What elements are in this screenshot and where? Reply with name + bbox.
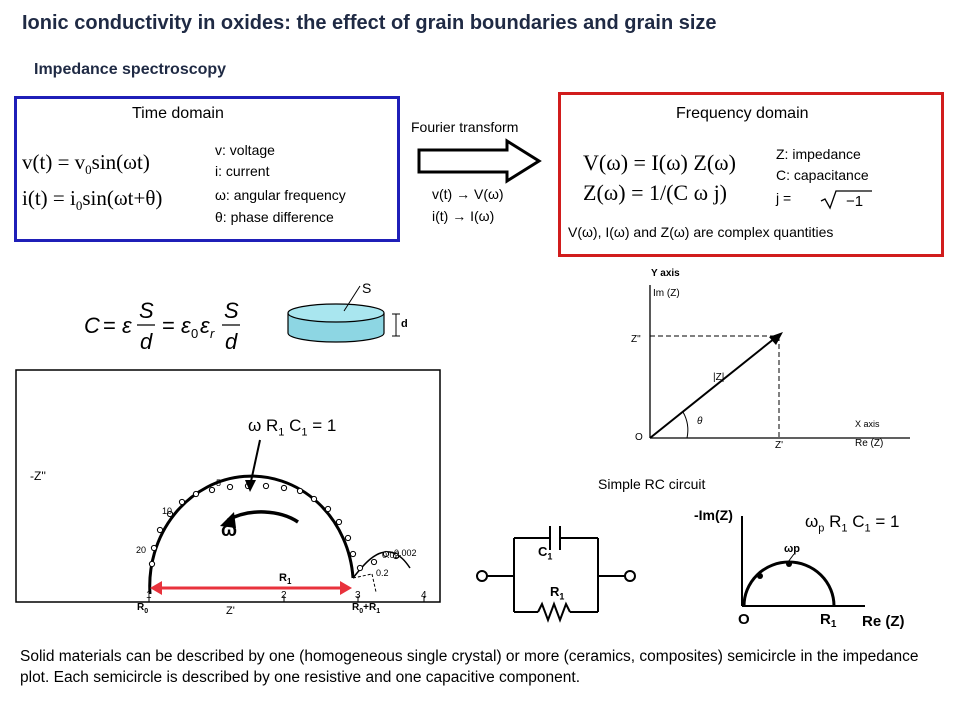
rc-circuit-label: Simple RC circuit (598, 476, 706, 492)
svg-text:0: 0 (191, 326, 198, 341)
vector-y-axis-title: Y axis (651, 268, 680, 279)
time-domain-heading: Time domain (132, 105, 224, 122)
vector-origin: O (635, 432, 643, 443)
fourier-transform-label: Fourier transform (411, 119, 519, 135)
rc-plot-y-label: -Im(Z) (694, 507, 733, 523)
transform-arrow-icon (417, 138, 542, 184)
frequency-domain-heading: Frequency domain (676, 105, 809, 122)
r0-plus-r1-label: R0+R1 (352, 602, 381, 615)
rc-resonance-annotation: ωp R1 C1 = 1 (805, 512, 900, 535)
freq-label-20: 20 (136, 545, 146, 555)
svg-text:2: 2 (281, 590, 287, 601)
time-domain-box (14, 96, 400, 242)
svg-text:r: r (210, 326, 215, 341)
svg-text:ε: ε (122, 313, 132, 338)
legend-imaginary-unit: j = (776, 190, 792, 206)
nyquist-plot: 1 2 3 4 -Z'' Z' 5 10 20 0.2 0.02 0.002 (15, 369, 441, 617)
svg-text:d: d (140, 329, 153, 354)
rc-capacitor-label: C1 (538, 544, 553, 562)
capacitance-formula: C = ε S d = ε 0 ε r S d (84, 298, 240, 354)
freq-label-5: 5 (216, 478, 221, 488)
rc-plot-peak-label: ωp (784, 543, 800, 555)
voltage-equation: v(t) = v0sin(ωt) (22, 150, 150, 178)
vector-angle-label: θ (697, 416, 703, 427)
svg-text:d: d (225, 329, 238, 354)
resonance-annotation: ω R1 C1 = 1 (248, 416, 337, 439)
legend-current: i: current (215, 163, 270, 179)
section-subtitle: Impedance spectroscopy (34, 61, 227, 78)
r0-label: R0 (137, 602, 149, 615)
vector-z-double-prime: Z" (631, 334, 641, 345)
rc-resistor-label: R1 (550, 584, 565, 602)
freq-label-0-002: 0.002 (394, 548, 417, 558)
svg-text:=: = (103, 313, 116, 338)
freq-label-0-2: 0.2 (376, 568, 389, 578)
area-label: S (362, 280, 372, 296)
svg-text:S: S (139, 298, 154, 323)
svg-text:−1: −1 (846, 193, 863, 210)
vector-x-label: Re (Z) (855, 438, 883, 449)
nyquist-x-label: Z' (226, 605, 235, 617)
transform-v-line: v(t) → V(ω) (432, 186, 504, 202)
vector-x-axis-title: X axis (855, 419, 880, 429)
svg-text:S: S (224, 298, 239, 323)
omega-direction-label: ω (221, 520, 238, 541)
r1-label: R1 (279, 572, 292, 587)
legend-impedance: Z: impedance (776, 146, 861, 162)
legend-voltage: v: voltage (215, 142, 275, 158)
capacitor-disc-diagram (287, 285, 400, 343)
nyquist-y-label: -Z'' (30, 469, 46, 483)
summary-paragraph: Solid materials can be described by one … (20, 648, 919, 686)
sqrt-minus-one: −1 (820, 190, 872, 210)
freq-label-0-02: 0.02 (382, 550, 400, 560)
current-equation: i(t) = i0sin(ωt+θ) (22, 186, 163, 214)
legend-angular-frequency: ω: angular frequency (215, 187, 346, 203)
svg-text:4: 4 (421, 590, 427, 601)
rc-plot-x-label: Re (Z) (862, 613, 905, 630)
svg-text:C: C (84, 313, 100, 338)
svg-text:=: = (162, 313, 175, 338)
vector-z-prime: Z' (775, 440, 783, 450)
rc-impedance-plot: -Im(Z) ωp O R1 Re (Z) (694, 507, 905, 630)
svg-text:1: 1 (146, 590, 152, 601)
capacitor-impedance-equation: Z(ω) = 1/(C ω j) (583, 180, 728, 205)
impedance-vector-diagram: Im (Z) Z" |Z| θ O Z' X axis Re (Z) (631, 285, 910, 450)
vector-y-label: Im (Z) (653, 288, 680, 299)
rc-plot-origin: O (738, 611, 750, 628)
impedance-law-equation: V(ω) = I(ω) Z(ω) (583, 150, 736, 175)
rc-circuit-diagram (476, 526, 636, 623)
vector-magnitude-label: |Z| (713, 372, 724, 383)
page-title: Ionic conductivity in oxides: the effect… (22, 12, 717, 34)
svg-text:3: 3 (355, 590, 361, 601)
svg-text:ε: ε (181, 313, 191, 338)
frequency-domain-box (558, 92, 944, 257)
rc-plot-r1: R1 (820, 611, 837, 630)
complex-quantities-note: V(ω), I(ω) and Z(ω) are complex quantiti… (568, 224, 834, 240)
legend-phase: θ: phase difference (215, 209, 334, 225)
thickness-label: d (401, 318, 408, 330)
transform-i-line: i(t) → I(ω) (432, 208, 495, 224)
svg-text:ε: ε (200, 313, 210, 338)
legend-capacitance: C: capacitance (776, 167, 869, 183)
freq-label-10: 10 (162, 506, 172, 516)
